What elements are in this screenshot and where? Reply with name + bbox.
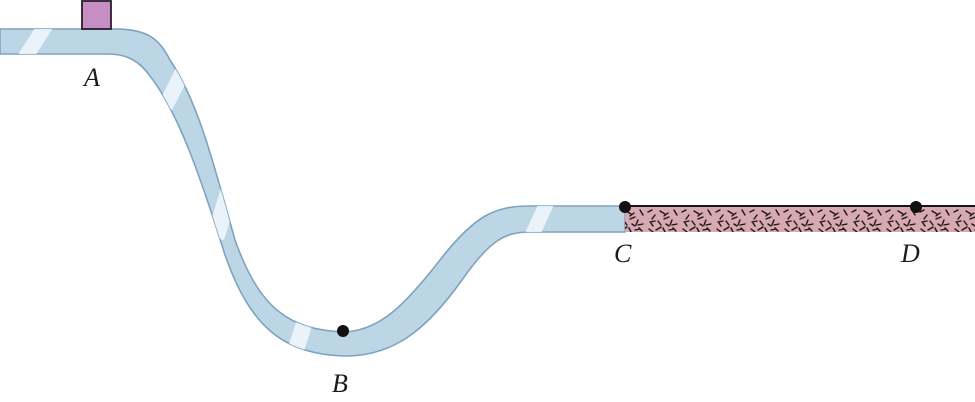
point-b-label: B	[332, 369, 348, 398]
point-c-dot	[619, 201, 631, 213]
point-d-dot	[910, 201, 922, 213]
point-b-dot	[337, 325, 349, 337]
point-c-label: C	[614, 239, 632, 268]
rough-surface	[625, 206, 975, 232]
point-a-label: A	[82, 63, 100, 92]
point-d-label: D	[900, 239, 920, 268]
block-square-icon	[81, 0, 112, 30]
